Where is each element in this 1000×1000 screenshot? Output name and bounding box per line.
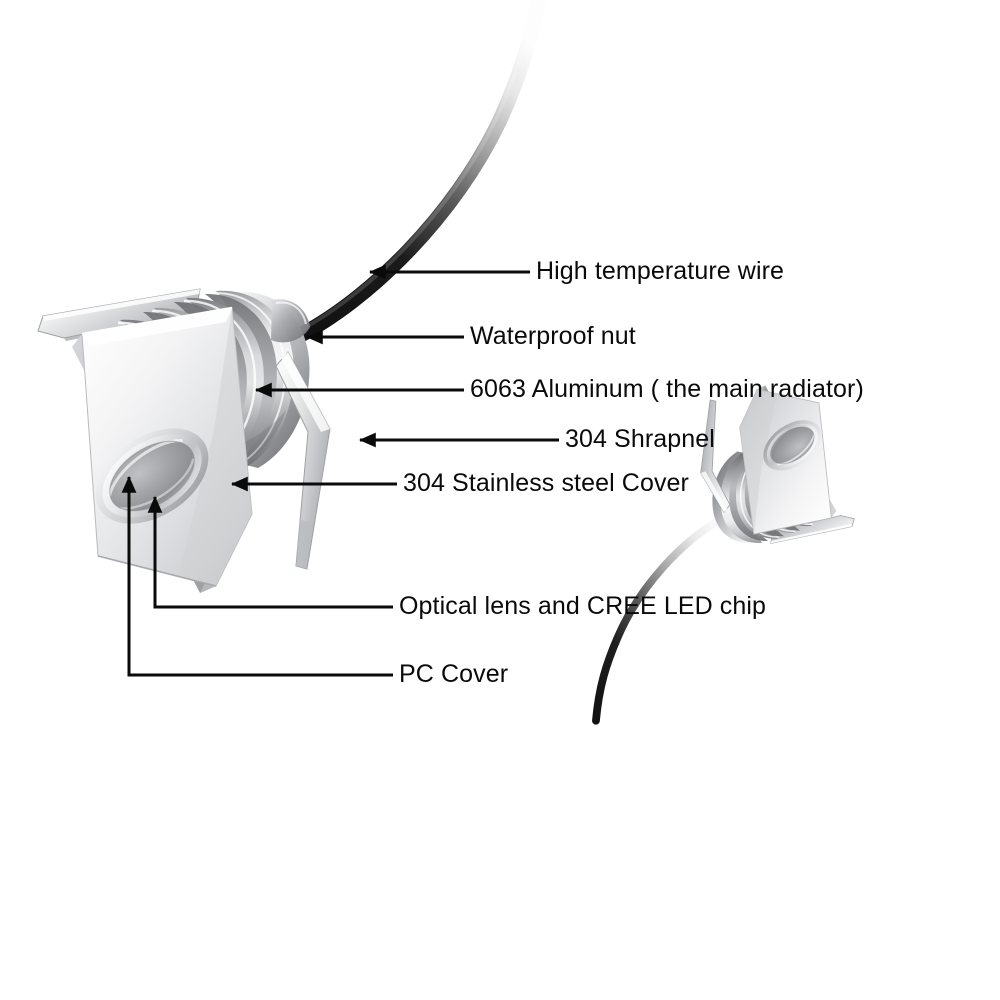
secondary-spring-clip-lower <box>700 399 731 514</box>
callout-label-optical-lens-cree-led-chip: Optical lens and CREE LED chip <box>399 592 767 620</box>
high-temperature-wire-cable <box>287 0 546 346</box>
callout-label-aluminum-radiator: 6063 Aluminum ( the main radiator) <box>470 375 864 403</box>
secondary-wire-cable <box>592 515 725 725</box>
secondary-product-view <box>592 385 855 725</box>
leader-line-optical-lens-cree-led-chip <box>147 495 393 609</box>
primary-product-view <box>37 0 546 593</box>
callout-label-shrapnel: 304 Shrapnel <box>565 425 715 453</box>
callout-label-high-temperature-wire: High temperature wire <box>536 257 785 285</box>
callout-label-pc-cover: PC Cover <box>399 660 509 688</box>
leader-line-pc-cover <box>121 475 393 677</box>
waterproof-nut <box>271 299 310 343</box>
secondary-stainless-steel-faceplate <box>739 385 837 535</box>
high-temperature-wire-highlight <box>291 0 537 336</box>
optical-lens <box>109 441 195 511</box>
spring-clip-lower <box>275 351 331 570</box>
callout-label-stainless-steel-cover: 304 Stainless steel Cover <box>403 469 689 497</box>
callout-leader-lines <box>121 264 559 677</box>
stainless-steel-faceplate <box>72 306 253 593</box>
callout-label-waterproof-nut: Waterproof nut <box>470 322 636 350</box>
